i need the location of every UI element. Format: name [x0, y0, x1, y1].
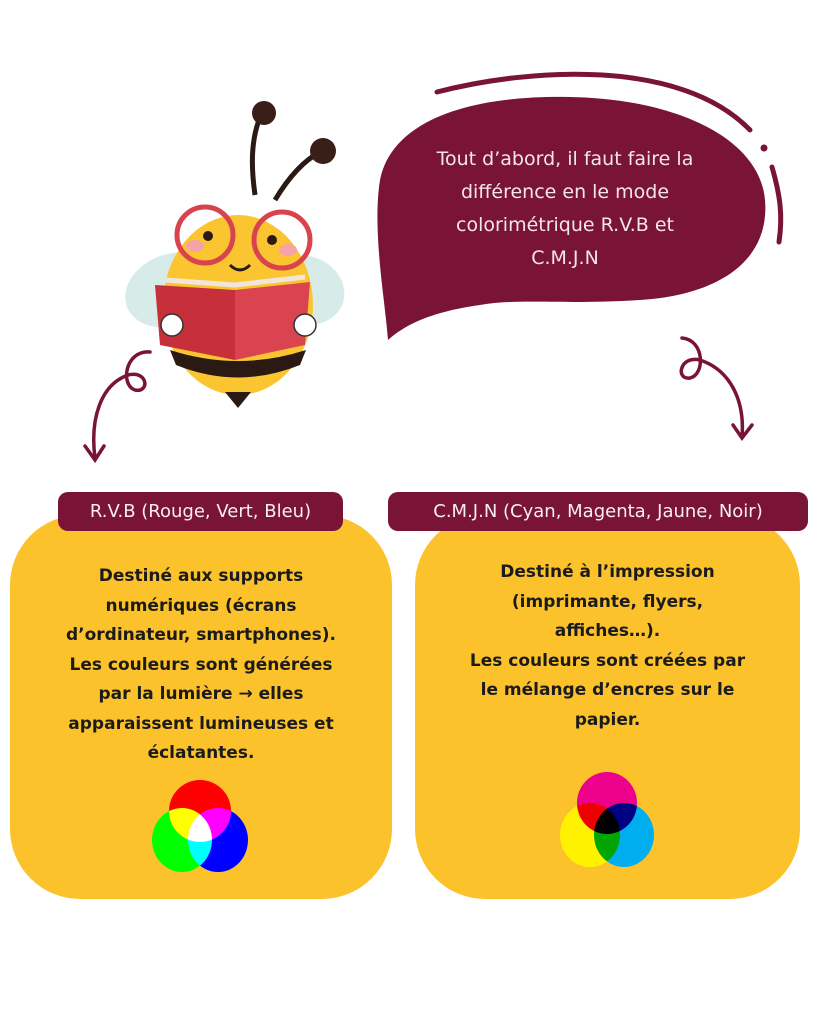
- blue-circle: [188, 808, 248, 872]
- cmjn-line: Les couleurs sont créées par: [469, 650, 746, 671]
- bubble-dash-decoration: [769, 164, 784, 245]
- cmjn-line: affiches…).: [554, 621, 661, 641]
- rvb-line: Destiné aux supports: [98, 566, 304, 586]
- cmjn-description: Destiné à l’impression (imprimante, flye…: [425, 558, 790, 735]
- bubble-swoosh-decoration: [434, 71, 753, 133]
- rvb-title: R.V.B (Rouge, Vert, Bleu): [89, 501, 312, 522]
- rvb-line: numériques (écrans: [105, 595, 297, 616]
- bee-reading-illustration: [125, 101, 345, 408]
- rvb-description: Destiné aux supports numériques (écrans …: [20, 562, 382, 769]
- rgb-additive-diagram: [152, 780, 248, 872]
- bubble-line: C.M.J.N: [531, 247, 599, 269]
- cyan-circle: [594, 803, 654, 867]
- rvb-line: apparaissent lumineuses et: [68, 713, 334, 734]
- cmjn-line: Destiné à l’impression: [500, 562, 715, 582]
- bubble-line: colorimétrique R.V.B et: [456, 214, 674, 236]
- bubble-line: différence en le mode: [460, 181, 670, 203]
- cmjn-title-tab: C.M.J.N (Cyan, Magenta, Jaune, Noir): [388, 492, 808, 531]
- curly-arrow-right-icon: [679, 336, 754, 441]
- cmjn-line: le mélange d’encres sur le: [480, 680, 735, 700]
- bubble-line: Tout d’abord, il faut faire la: [436, 148, 694, 170]
- speech-bubble: [377, 96, 766, 341]
- curly-arrow-left-icon: [83, 350, 152, 464]
- rvb-title-tab: R.V.B (Rouge, Vert, Bleu): [58, 492, 343, 531]
- cmjn-line: (imprimante, flyers,: [511, 591, 704, 612]
- cmjn-line: papier.: [574, 709, 641, 730]
- rvb-line: par la lumière → elles: [98, 684, 304, 704]
- rvb-line: éclatantes.: [147, 743, 255, 763]
- speech-bubble-text: Tout d’abord, il faut faire la différenc…: [405, 143, 725, 275]
- bubble-dot-decoration: [760, 144, 768, 152]
- cmjn-title: C.M.J.N (Cyan, Magenta, Jaune, Noir): [433, 501, 763, 522]
- rvb-line: Les couleurs sont générées: [69, 654, 333, 675]
- cmy-subtractive-diagram: [560, 772, 654, 867]
- decoration-layer: [83, 71, 784, 464]
- rvb-line: d’ordinateur, smartphones).: [65, 625, 337, 645]
